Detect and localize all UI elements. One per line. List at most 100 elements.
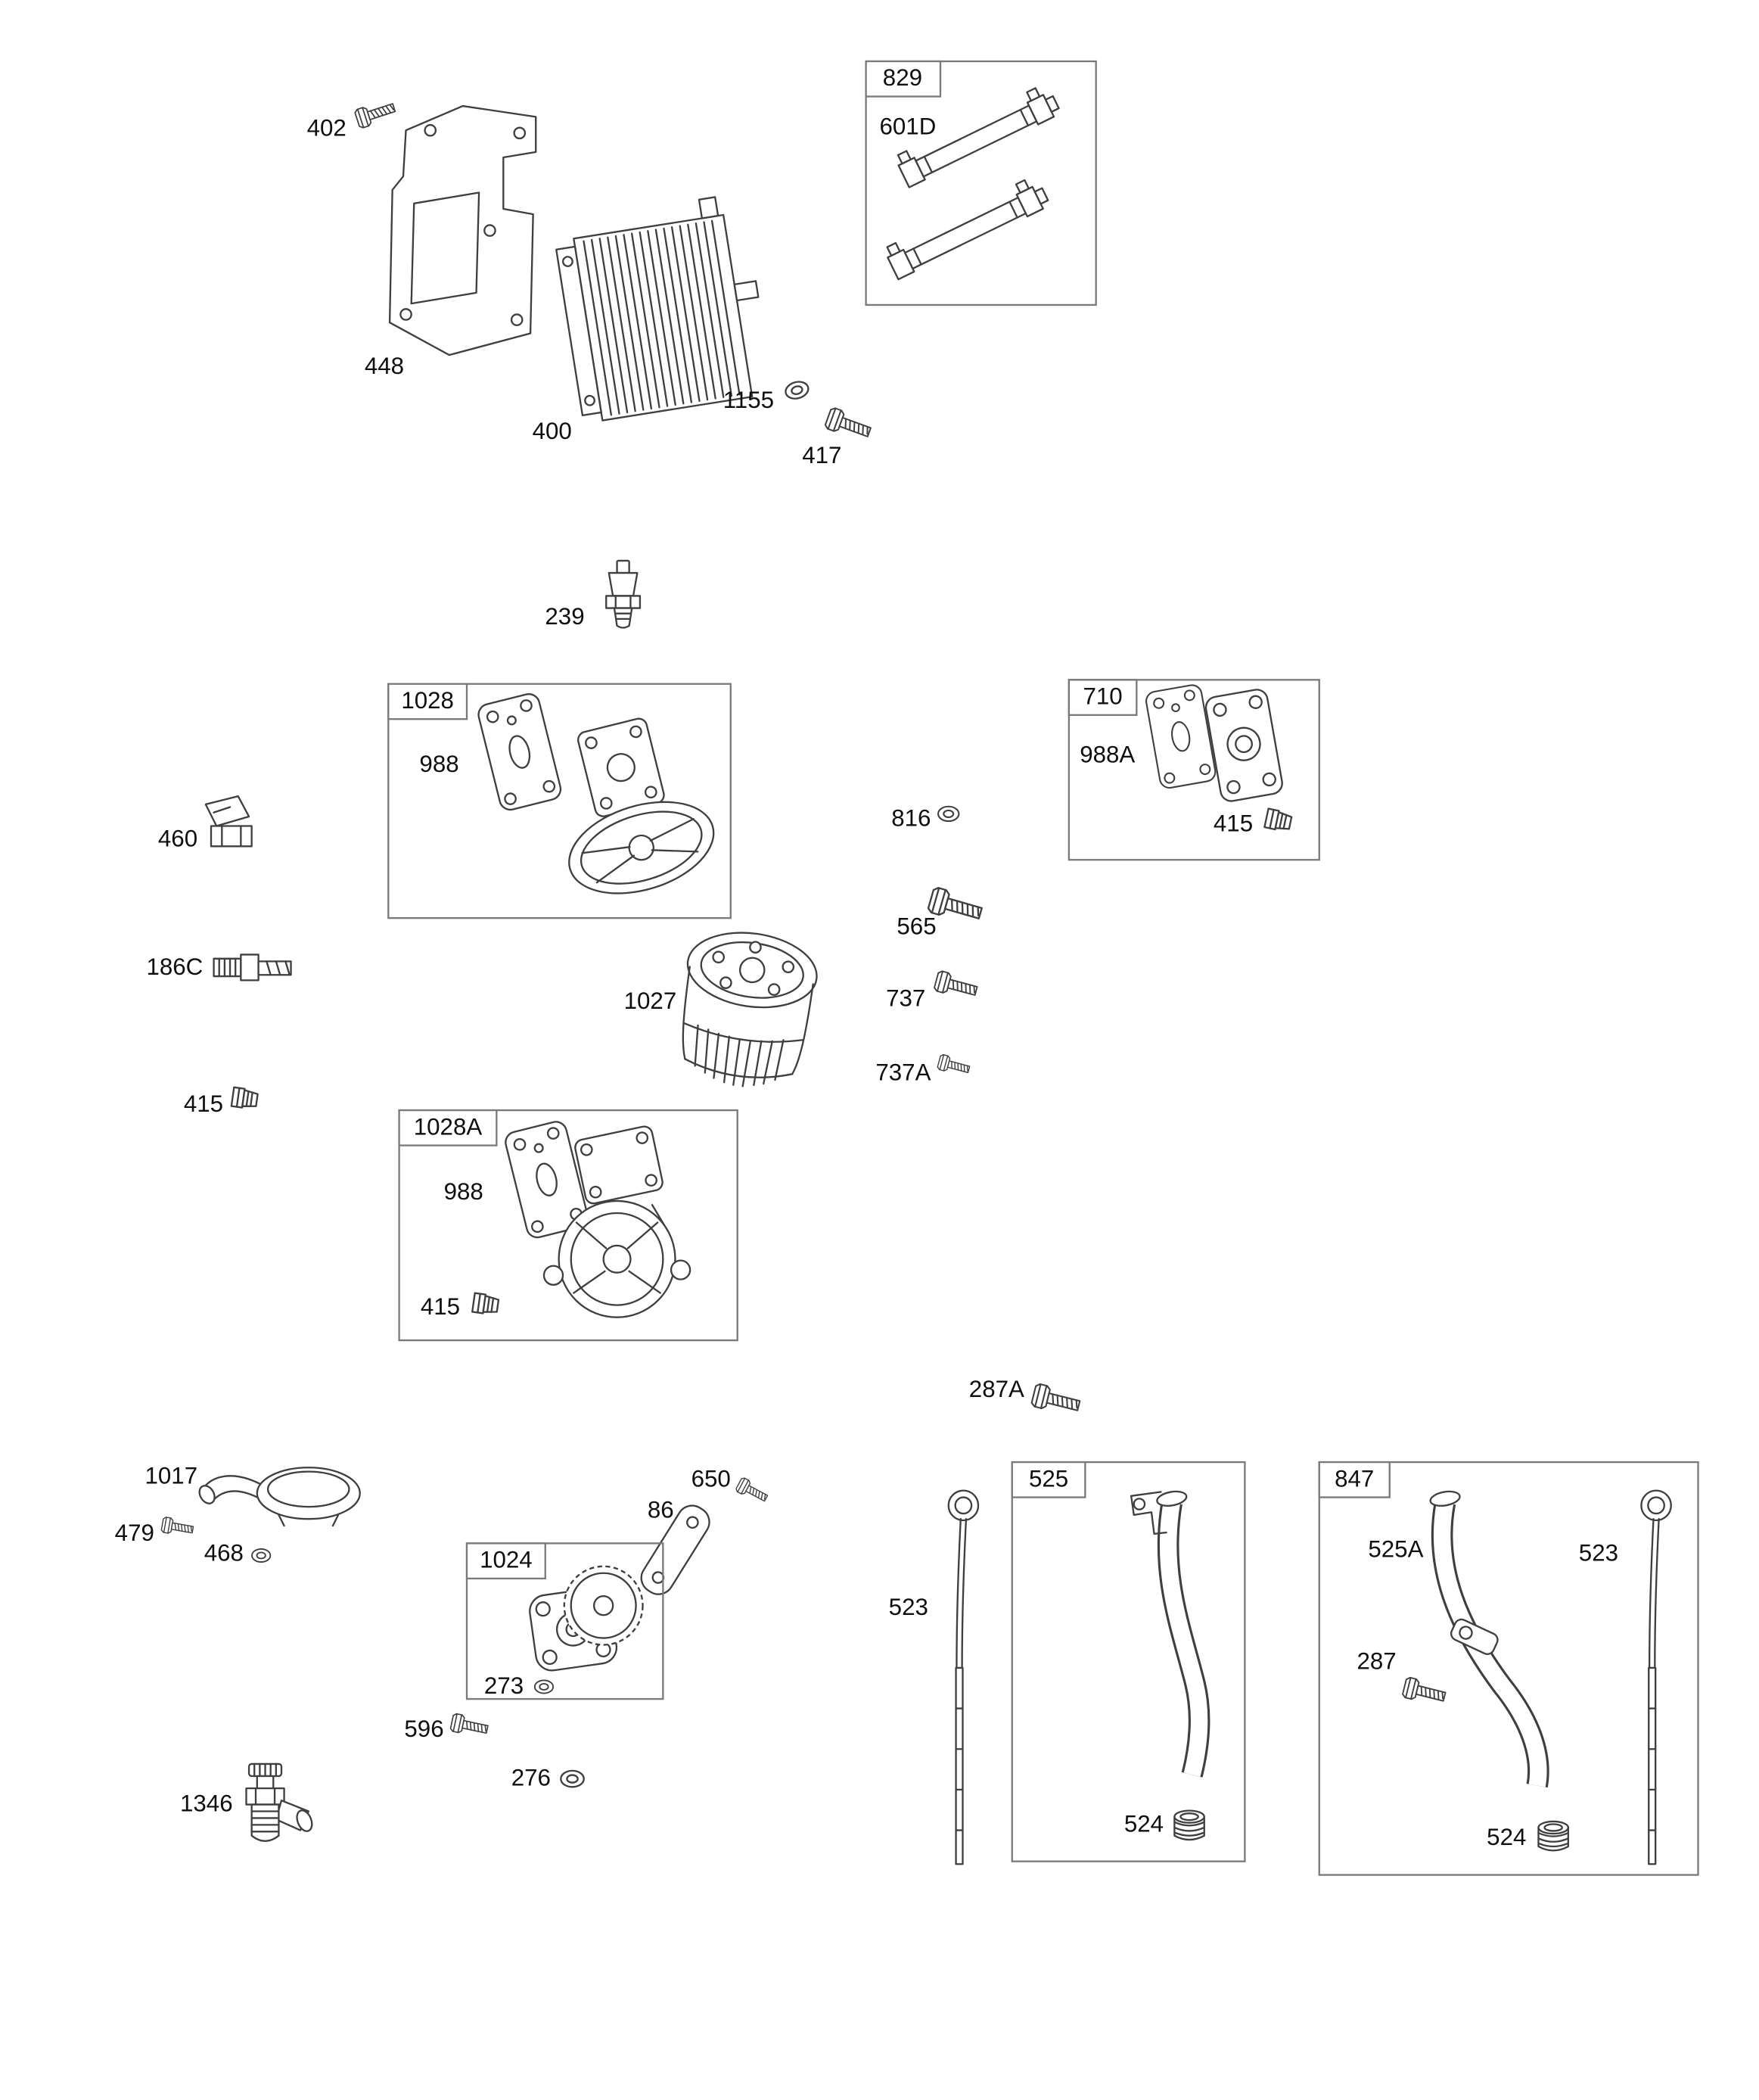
part-label-287A: 287A [969,1376,1024,1402]
o-ring-icon [251,1548,272,1563]
part-label-448: 448 [365,353,404,379]
part-label-988A: 988A [1080,741,1135,767]
part-label-524-847: 524 [1487,1824,1526,1850]
o-ring-icon [533,1679,555,1694]
dipstick-icon [1640,1489,1672,1865]
bolt-icon [1401,1675,1448,1708]
washer-icon [782,378,812,403]
part-479-screw: 479 [115,1516,195,1546]
part-label-524-525: 524 [1124,1810,1164,1837]
part-label-239: 239 [545,603,584,630]
ref-box-525-tab [1011,1461,1086,1498]
screw-icon [823,406,874,443]
hose-icon [882,173,1052,281]
part-468-seal: 468 [204,1540,272,1566]
gasket-icon [475,691,564,814]
part-label-468: 468 [204,1540,244,1566]
ref-box-1028-tab [387,683,468,720]
part-label-415-710: 415 [1214,810,1253,837]
dipstick-icon [947,1489,980,1865]
part-1028-adapter-drawing [568,717,715,894]
part-label-596: 596 [404,1716,443,1742]
ref-box-829: 829 601D [865,60,1097,306]
part-label-988-b: 988 [444,1178,483,1205]
part-label-460: 460 [158,825,197,851]
part-525A-fill-tube-drawing [1429,1490,1549,1788]
part-400-oil-cooler: 400 [533,196,760,444]
ref-box-525-label: 525 [1029,1465,1068,1492]
ref-box-1024-label: 1024 [480,1547,533,1573]
part-label-1017: 1017 [145,1463,198,1489]
part-label-400: 400 [533,418,572,444]
ref-box-1024: 1024 273 [465,1542,664,1700]
screw-icon [936,1053,971,1078]
ref-box-847-tab [1318,1461,1391,1498]
part-label-523-left: 523 [889,1594,928,1620]
gasket-icon [1143,683,1218,791]
part-label-1346: 1346 [180,1790,233,1817]
part-label-816: 816 [891,805,931,832]
ref-box-710: 710 988A 415 [1068,679,1320,861]
part-1346-relief-valve: 1346 [180,1762,313,1843]
part-label-565: 565 [897,913,936,940]
screw-icon [353,98,398,129]
part-1028A-adapter-drawing [542,1125,691,1318]
part-816-grommet: 816 [891,805,960,832]
part-label-650: 650 [691,1465,731,1492]
screw-icon [160,1516,195,1538]
part-650-screw: 650 [691,1465,770,1506]
part-label-186C: 186C [146,954,203,980]
part-737-screw: 737 [886,969,980,1011]
part-label-273: 273 [484,1672,524,1699]
ref-box-1024-tab [465,1542,546,1580]
ref-box-829-tab [865,60,942,98]
ref-box-1028: 1028 988 [387,683,732,919]
part-label-86: 86 [648,1496,674,1523]
threaded-bung-icon [1173,1809,1205,1841]
grommet-icon [937,805,960,823]
part-523-dipstick-left: 523 [889,1489,980,1865]
threaded-bung-icon [1537,1820,1569,1852]
part-label-737: 737 [886,985,925,1011]
ref-box-847-label: 847 [1335,1465,1374,1492]
part-1155-washer: 1155 [723,378,812,413]
part-276-washer: 276 [511,1765,585,1791]
part-label-415-1028A: 415 [421,1293,460,1320]
plug-icon [1263,807,1294,833]
ref-box-1028A-tab [398,1109,498,1146]
screw-icon [735,1476,770,1506]
part-460-fitting: 460 [158,795,253,851]
screw-icon [933,969,980,1002]
part-415-plug-left: 415 [184,1086,259,1117]
part-1024-oil-pump-drawing [529,1565,644,1672]
part-737A-screw: 737A [875,1053,971,1086]
ref-box-1028A: 1028A 988 415 [398,1109,738,1342]
ref-box-1028-label: 1028 [401,687,454,714]
ref-box-710-label: 710 [1083,683,1122,710]
part-label-287: 287 [1357,1648,1396,1675]
part-label-479: 479 [115,1520,154,1546]
plug-icon [230,1086,259,1111]
screw-icon [449,1713,490,1739]
part-239-oil-pressure-switch: 239 [545,559,642,630]
part-label-1155: 1155 [723,387,774,413]
bolt-icon [1030,1382,1083,1418]
part-label-525A: 525A [1368,1535,1423,1562]
part-565-screw: 565 [897,885,985,940]
part-186C-fitting: 186C [146,954,292,982]
part-label-1027: 1027 [624,988,677,1014]
ref-box-829-label: 829 [883,64,922,91]
part-label-601D: 601D [880,114,937,140]
part-label-737A: 737A [875,1059,931,1086]
part-1017-breather: 1017 [145,1463,361,1527]
ref-box-1028A-label: 1028A [414,1113,483,1140]
part-label-415-left: 415 [184,1090,223,1117]
part-596-screw: 596 [404,1713,490,1742]
part-86-cover-plate: 86 [640,1496,710,1595]
ref-box-525: 525 524 [1011,1461,1246,1862]
part-402-screw: 402 [307,98,398,141]
part-417-screw: 417 [802,406,874,468]
ref-box-847: 847 525A 287 523 524 [1318,1461,1699,1876]
part-710-adapter-plate-drawing [1204,689,1283,802]
